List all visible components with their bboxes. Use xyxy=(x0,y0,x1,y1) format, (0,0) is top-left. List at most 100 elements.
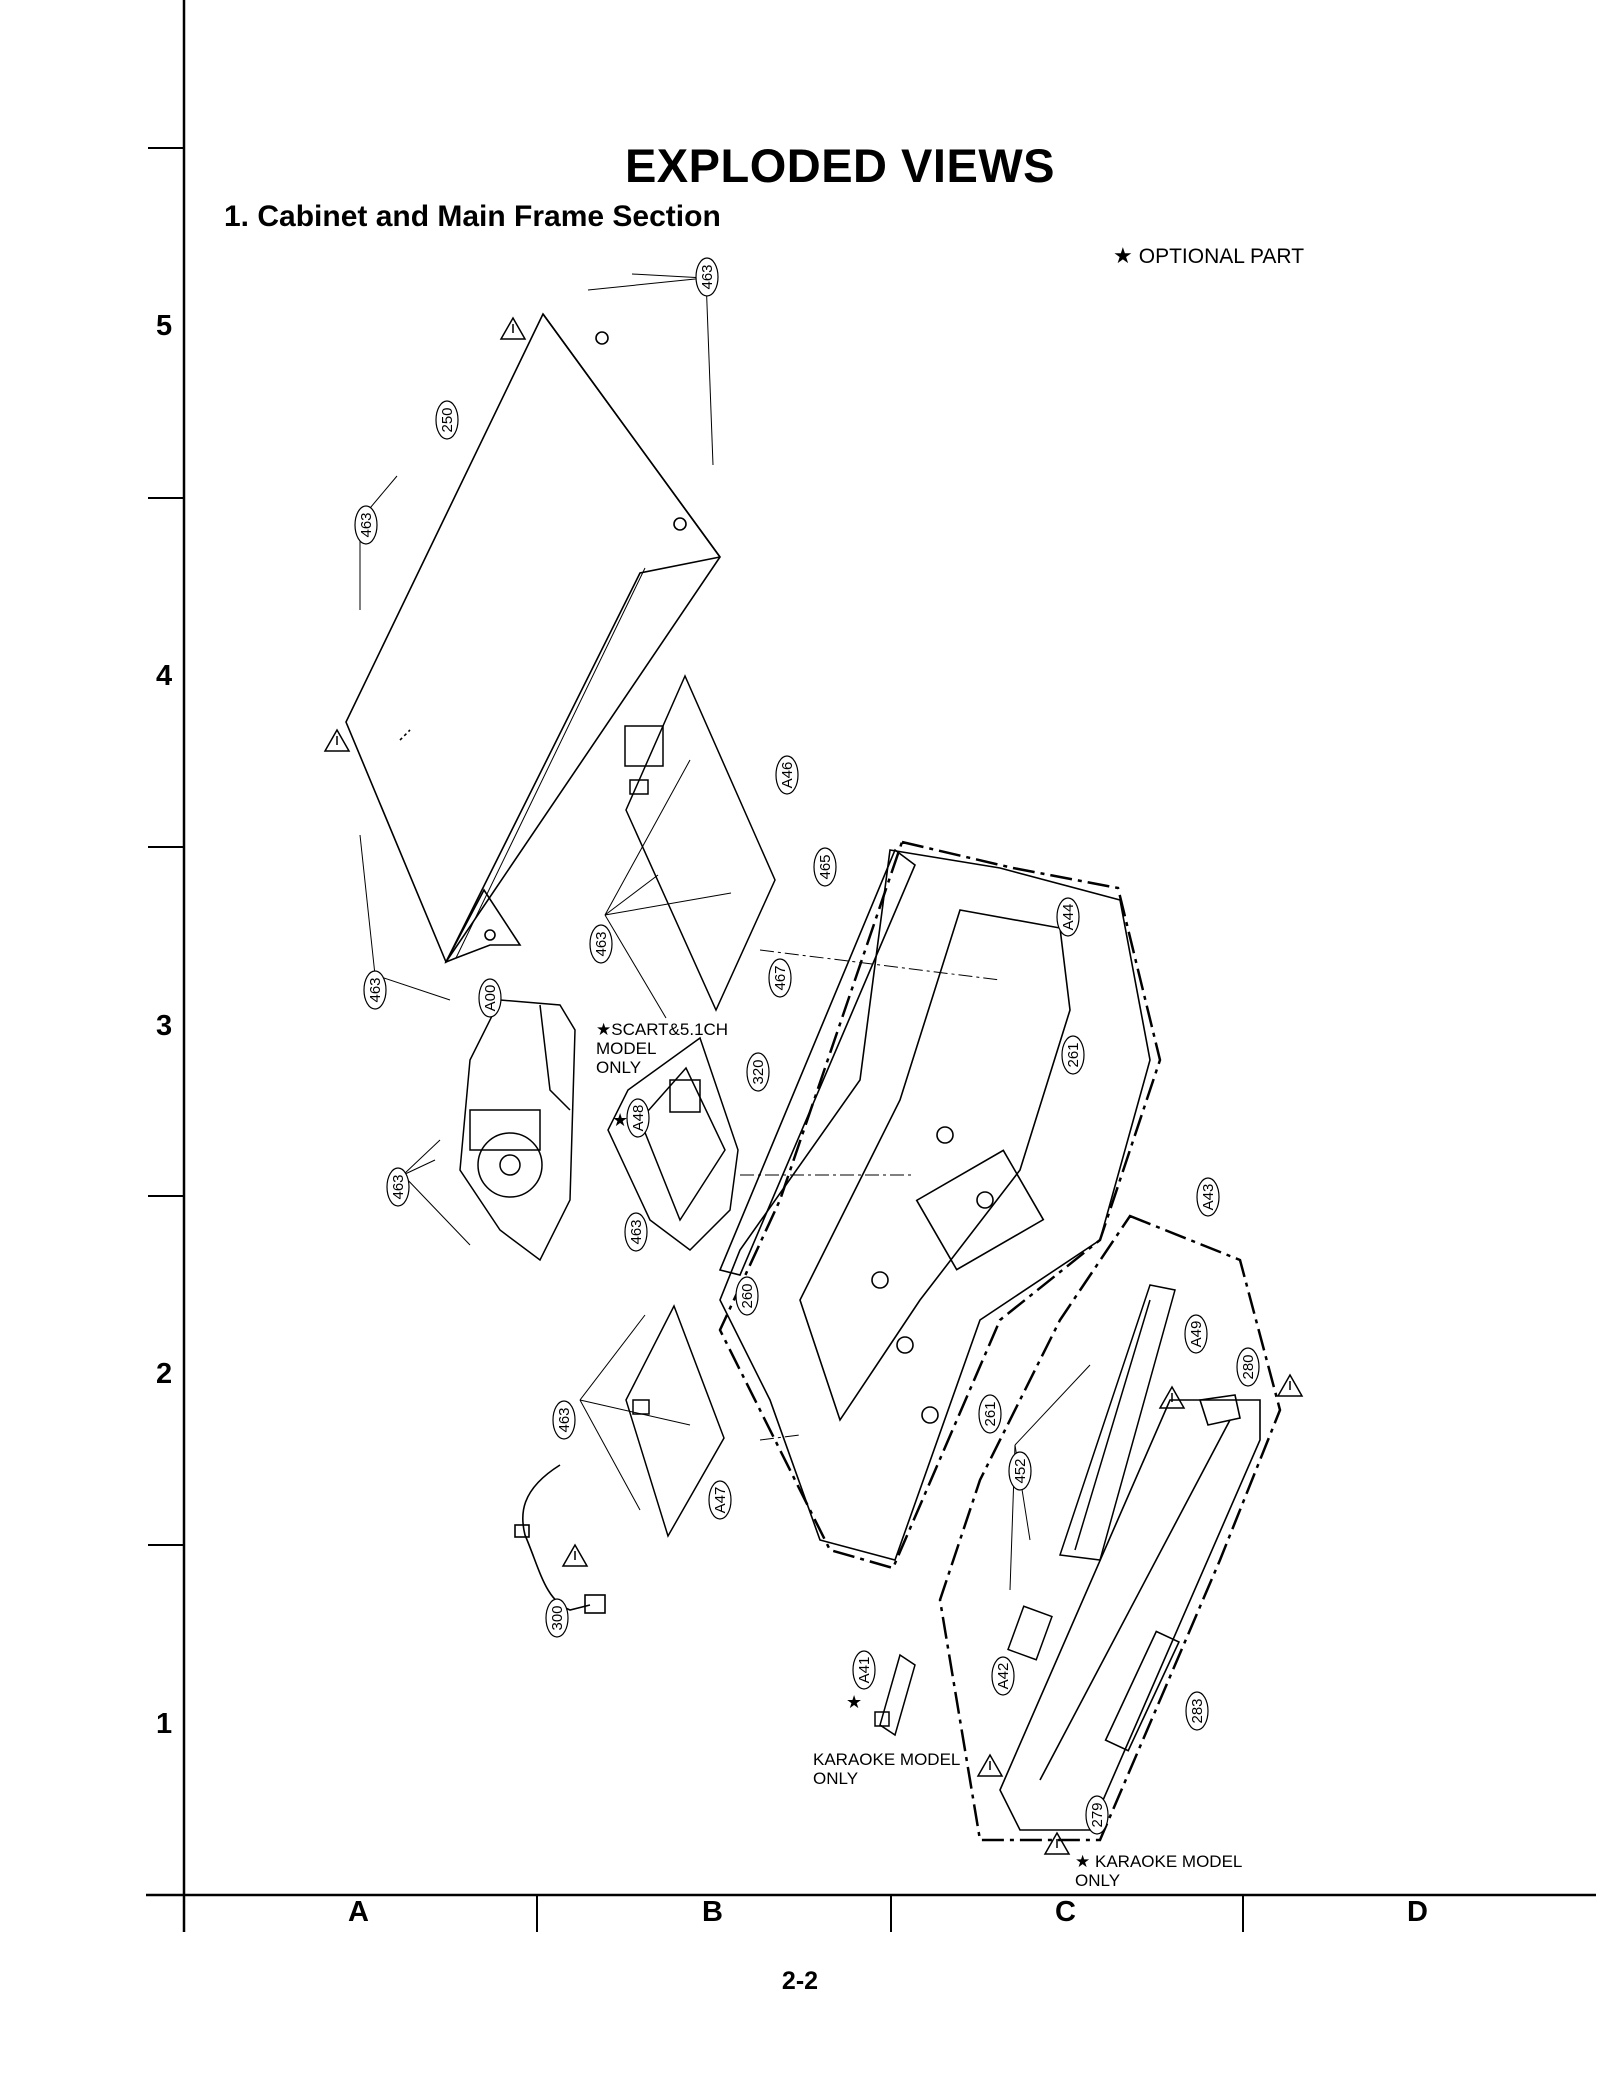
page-number: 2-2 xyxy=(781,1967,819,1995)
callout-label: 260 xyxy=(739,1283,756,1308)
callout-oval xyxy=(775,755,799,795)
callout-oval xyxy=(552,1400,576,1440)
callout-label: 463 xyxy=(556,1407,573,1432)
assembly-outline-a44 xyxy=(718,840,1162,1570)
callout-oval xyxy=(435,400,459,440)
part-callout: 283 xyxy=(1185,1691,1209,1731)
part-callout: A48 xyxy=(626,1098,650,1138)
callout-oval xyxy=(1196,1177,1220,1217)
part-callout: 260 xyxy=(735,1276,759,1316)
grid-row-label: 3 xyxy=(156,1010,173,1042)
callout-oval xyxy=(695,257,719,297)
callout-oval xyxy=(1236,1347,1260,1387)
callout-label: 463 xyxy=(358,512,375,537)
callout-label: A48 xyxy=(630,1105,647,1132)
note-karaoke-model: KARAOKE MODEL ONLY xyxy=(813,1750,961,1788)
part-callout: 463 xyxy=(624,1212,648,1252)
board-a48 xyxy=(607,1036,739,1251)
callout-oval xyxy=(1008,1451,1032,1491)
callout-label: A42 xyxy=(995,1663,1012,1690)
part-callout: 463 xyxy=(386,1167,410,1207)
part-callout: 463 xyxy=(354,505,378,545)
svg-text:★: ★ xyxy=(846,1692,862,1712)
part-callout: 463 xyxy=(552,1400,576,1440)
callout-label: 279 xyxy=(1089,1802,1106,1827)
star-icon: ★ ★ xyxy=(612,1110,862,1712)
part-callout: 261 xyxy=(1061,1035,1085,1075)
part-callout: 250 xyxy=(435,400,459,440)
warning-triangle-icon xyxy=(323,316,1304,1855)
part-callout: A46 xyxy=(775,755,799,795)
part-callout: 465 xyxy=(813,847,837,887)
callout-oval xyxy=(589,924,613,964)
star-icon: ★ xyxy=(1113,243,1133,268)
callout-label: 300 xyxy=(549,1605,566,1630)
star-icon: ★ xyxy=(1075,1852,1091,1871)
callout-oval xyxy=(545,1598,569,1638)
part-callout: 467 xyxy=(768,958,792,998)
part-callout: 320 xyxy=(746,1052,770,1092)
callout-oval xyxy=(1056,897,1080,937)
callout-oval xyxy=(386,1167,410,1207)
loader-mechanism xyxy=(459,999,576,1262)
callout-oval xyxy=(363,970,387,1010)
part-callout: A49 xyxy=(1184,1314,1208,1354)
grid-column-label: A xyxy=(348,1896,369,1928)
callout-label: 320 xyxy=(750,1059,767,1084)
part-callout: 452 xyxy=(1008,1451,1032,1491)
callout-oval xyxy=(1061,1035,1085,1075)
grid-row-label: 1 xyxy=(156,1708,173,1740)
callout-oval xyxy=(354,505,378,545)
note-text: KARAOKE MODEL ONLY xyxy=(1075,1852,1243,1890)
callout-label: 261 xyxy=(1065,1042,1082,1067)
grid-column-label: D xyxy=(1407,1896,1428,1928)
callout-oval xyxy=(746,1052,770,1092)
callout-label: 250 xyxy=(439,407,456,432)
callout-label: A00 xyxy=(482,985,499,1012)
part-callout: A00 xyxy=(478,978,502,1018)
grid-column-label: C xyxy=(1055,1896,1076,1928)
callout-label: 463 xyxy=(593,931,610,956)
callout-label: 463 xyxy=(367,977,384,1002)
part-callout: A41 xyxy=(852,1650,876,1690)
part-callout: 279 xyxy=(1085,1795,1109,1835)
part-callout: A42 xyxy=(991,1656,1015,1696)
section-title: 1. Cabinet and Main Frame Section xyxy=(224,200,721,233)
callout-label: A47 xyxy=(712,1487,729,1514)
callout-label: A43 xyxy=(1200,1184,1217,1211)
part-callout: 261 xyxy=(978,1394,1002,1434)
callout-oval xyxy=(991,1656,1015,1696)
note-scart-model: ★SCART&5.1CH MODEL ONLY xyxy=(596,1020,728,1077)
grid-row-label: 4 xyxy=(156,660,173,692)
callout-oval xyxy=(1184,1314,1208,1354)
legend-label: OPTIONAL PART xyxy=(1138,245,1305,268)
callout-label: 280 xyxy=(1240,1354,1257,1379)
callout-oval xyxy=(626,1098,650,1138)
part-callout: 280 xyxy=(1236,1347,1260,1387)
callout-label: A44 xyxy=(1060,904,1077,931)
callout-oval xyxy=(708,1480,732,1520)
callout-label: A41 xyxy=(856,1657,873,1684)
callout-oval xyxy=(978,1394,1002,1434)
svg-text:★: ★ xyxy=(612,1110,628,1130)
page-title: EXPLODED VIEWS xyxy=(624,139,1056,192)
part-callout: 300 xyxy=(545,1598,569,1638)
callout-oval xyxy=(813,847,837,887)
board-a46 xyxy=(624,674,776,1012)
optional-part-legend: ★OPTIONAL PART xyxy=(1113,243,1304,269)
part-callout: A43 xyxy=(1196,1177,1220,1217)
callout-label: A49 xyxy=(1188,1321,1205,1348)
callout-label: 283 xyxy=(1189,1698,1206,1723)
callout-label: 452 xyxy=(1012,1458,1029,1483)
screw-lead-lines xyxy=(359,273,1091,1591)
callout-oval xyxy=(478,978,502,1018)
grid-row-label: 2 xyxy=(156,1358,173,1390)
main-frame xyxy=(718,848,1151,1561)
bracket-a49 xyxy=(1058,1284,1176,1561)
grid-frame xyxy=(146,0,1596,1932)
grid-column-label: B xyxy=(702,1896,723,1928)
part-callout: A47 xyxy=(708,1480,732,1520)
part-callout: 463 xyxy=(363,970,387,1010)
assembly-outline-a43 xyxy=(938,1214,1282,1842)
